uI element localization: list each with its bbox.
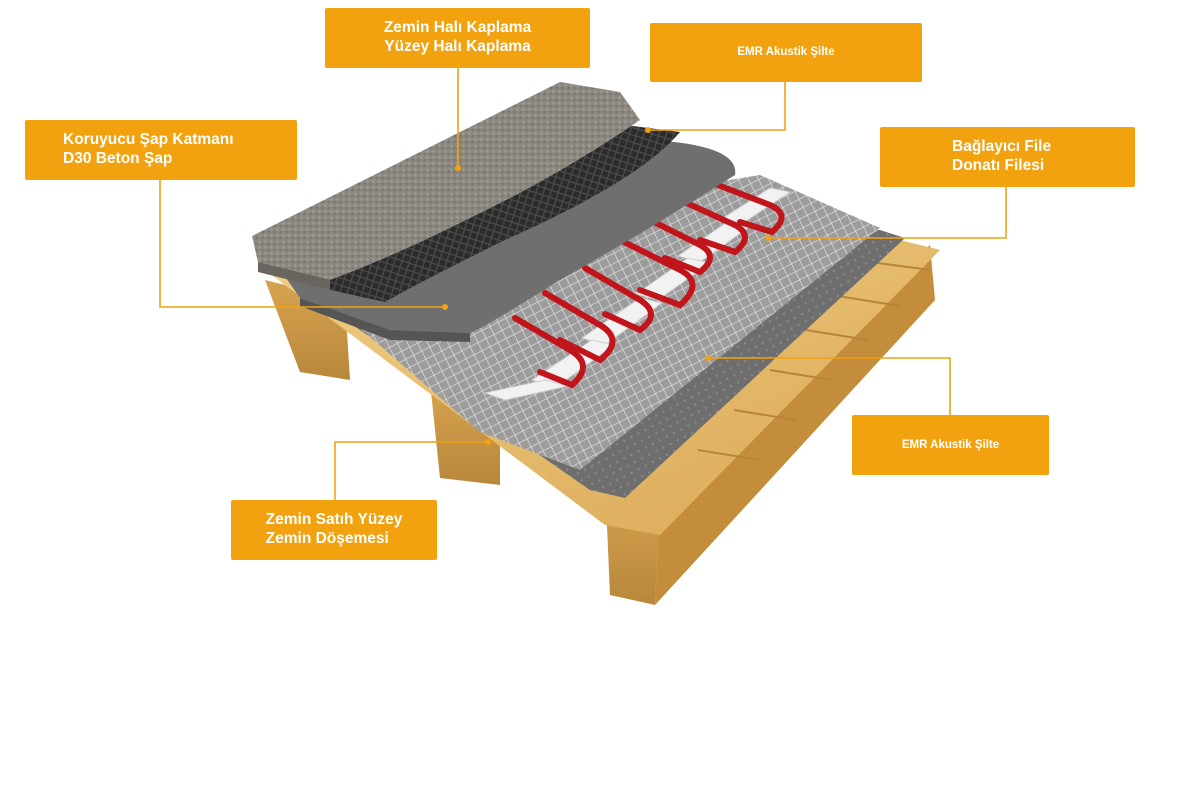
- leader-lines: [159, 68, 1007, 500]
- wood-planks: [697, 261, 931, 461]
- leader-dots: [442, 127, 771, 445]
- callout-acoustic-top: EMR Akustik Şilte: [650, 23, 922, 82]
- callout-screed-line1: Koruyucu Şap Katmanı: [63, 131, 234, 149]
- callout-acoustic-bottom: EMR Akustik Şilte: [852, 415, 1049, 475]
- heating-cable: [512, 179, 785, 389]
- leader-subfloor: [334, 441, 488, 500]
- callout-acoustic-bottom-text: EMR Akustik Şilte: [901, 438, 1000, 451]
- callout-subfloor-line2: Zemin Döşemesi: [265, 530, 389, 547]
- callout-acoustic-top-text: EMR Akustik Şilte: [737, 46, 835, 59]
- callout-mesh-line1: Bağlayıcı File: [952, 138, 1052, 156]
- callout-carpet: Zemin Halı Kaplama Yüzey Halı Kaplama: [325, 8, 590, 68]
- carpet-layer: [252, 82, 640, 280]
- callout-screed-line2: D30 Beton Şap: [63, 150, 173, 167]
- callout-subfloor: Zemin Satıh Yüzey Zemin Döşemesi: [231, 500, 437, 560]
- callout-subfloor-line1: Zemin Satıh Yüzey: [265, 511, 403, 529]
- carpet-edge: [258, 262, 330, 290]
- leader-mesh: [768, 187, 1007, 239]
- upper-acoustic-mat: [300, 125, 680, 302]
- callout-carpet-line2: Yüzey Halı Kaplama: [384, 38, 531, 55]
- leader-screed: [159, 180, 445, 308]
- callout-screed: Koruyucu Şap Katmanı D30 Beton Şap: [25, 120, 297, 180]
- callout-mesh-line2: Donatı Filesi: [952, 157, 1045, 174]
- screed-edge: [300, 298, 470, 342]
- leader-acoustic-bottom: [708, 357, 951, 415]
- callout-mesh: Bağlayıcı File Donatı Filesi: [880, 127, 1135, 187]
- leader-acoustic-top: [648, 82, 786, 131]
- callout-carpet-line1: Zemin Halı Kaplama: [383, 19, 532, 37]
